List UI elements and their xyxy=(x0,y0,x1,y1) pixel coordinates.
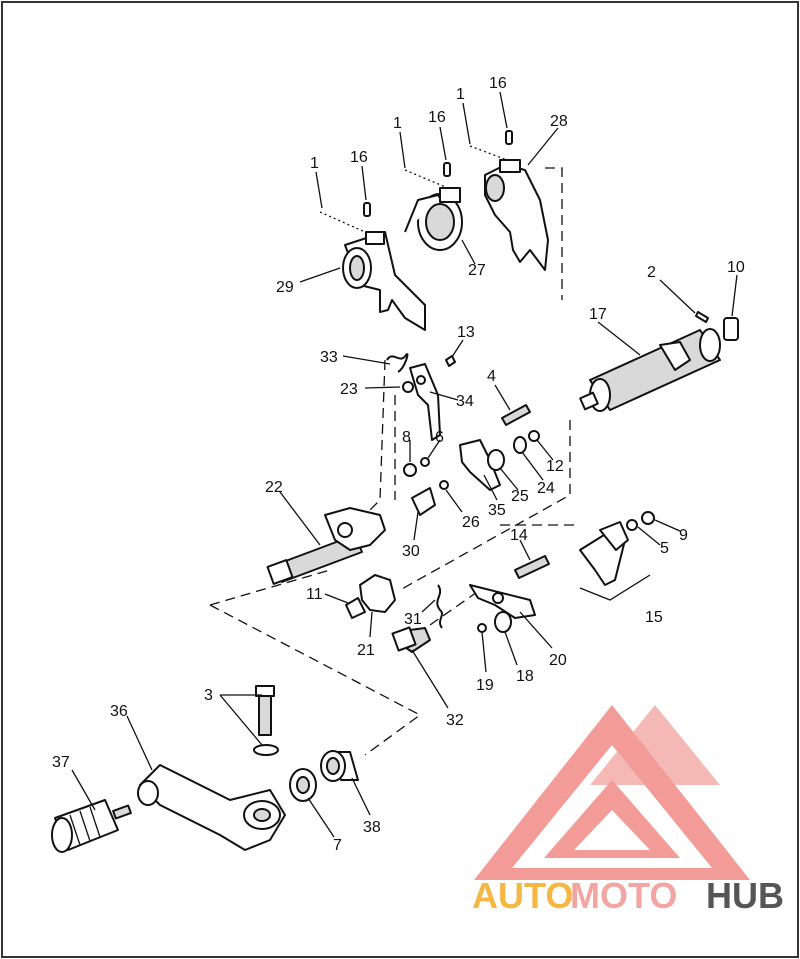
callout-11: 11 xyxy=(306,586,323,603)
clip-11 xyxy=(345,597,366,619)
callout-31: 31 xyxy=(404,611,422,628)
callout-10: 10 xyxy=(727,259,745,276)
callout-28: 28 xyxy=(550,113,568,130)
callout-9: 9 xyxy=(679,527,688,544)
screw-3 xyxy=(255,685,275,736)
watermark-auto: AUTO xyxy=(472,875,573,916)
assembly-lines xyxy=(209,145,580,756)
shift-shaft-22 xyxy=(266,507,386,585)
callout-15: 15 xyxy=(645,609,663,626)
shift-fork-28 xyxy=(484,159,549,271)
spring-30 xyxy=(411,487,436,516)
callout-16b: 16 xyxy=(428,109,446,126)
callout-16c: 16 xyxy=(489,75,507,92)
dowel-pins xyxy=(363,130,513,217)
callout-8: 8 xyxy=(402,429,411,446)
bolt-32 xyxy=(391,626,431,653)
callout-25: 25 xyxy=(511,488,529,505)
bushing-38 xyxy=(320,750,359,782)
callout-35: 35 xyxy=(488,502,506,519)
callout-27: 27 xyxy=(468,262,486,279)
callout-4: 4 xyxy=(487,368,496,385)
callout-16a: 16 xyxy=(350,149,368,166)
watermark-moto: MOTO xyxy=(570,875,677,916)
washer-24 xyxy=(513,436,527,454)
nut-8 xyxy=(403,463,417,477)
callout-23: 23 xyxy=(340,381,358,398)
callout-38: 38 xyxy=(363,819,381,836)
watermark-hub: HUB xyxy=(706,875,784,916)
callout-7: 7 xyxy=(333,837,342,854)
watermark-logo xyxy=(474,705,750,880)
leader-lines xyxy=(71,91,738,838)
clip-19 xyxy=(477,623,487,633)
roller-18 xyxy=(494,611,512,633)
callout-17: 17 xyxy=(589,306,607,323)
callout-36: 36 xyxy=(110,703,128,720)
callout-3: 3 xyxy=(204,687,213,704)
callout-32: 32 xyxy=(446,712,464,729)
callout-24: 24 xyxy=(537,480,555,497)
callout-2: 2 xyxy=(647,264,656,281)
callout-34: 34 xyxy=(456,393,474,410)
callout-22: 22 xyxy=(265,479,283,496)
callout-20: 20 xyxy=(549,652,567,669)
callout-33: 33 xyxy=(320,349,338,366)
shift-peg-37 xyxy=(51,799,132,853)
callout-18: 18 xyxy=(516,668,534,685)
washer-23 xyxy=(402,381,414,393)
callout-26: 26 xyxy=(462,514,480,531)
shift-fork-27 xyxy=(404,187,463,251)
pawl-34 xyxy=(409,363,441,441)
washer-26 xyxy=(439,480,449,490)
callout-6: 6 xyxy=(435,429,444,446)
callout-37: 37 xyxy=(52,754,70,771)
watermark-text: AUTO MOTO HUB xyxy=(472,875,784,916)
callout-5: 5 xyxy=(660,540,669,557)
callout-12: 12 xyxy=(546,458,564,475)
callout-21: 21 xyxy=(357,642,375,659)
stud-4 xyxy=(501,404,531,426)
spring-31 xyxy=(436,584,443,629)
plate-35 xyxy=(459,439,501,491)
plate-21 xyxy=(359,574,396,613)
washer-3 xyxy=(253,744,279,756)
clip-13 xyxy=(445,355,456,367)
washer-25 xyxy=(487,449,505,471)
callout-30: 30 xyxy=(402,543,420,560)
callout-19: 19 xyxy=(476,677,494,694)
linkage-15 xyxy=(579,511,655,586)
spring-33 xyxy=(386,353,409,373)
callout-1a: 1 xyxy=(310,155,319,172)
shift-lever-36 xyxy=(137,764,286,851)
clip-12 xyxy=(528,430,540,442)
callout-13: 13 xyxy=(457,324,475,341)
callout-29: 29 xyxy=(276,279,294,296)
callout-labels: 1 16 1 16 1 16 28 27 29 2 10 17 13 33 23… xyxy=(52,75,745,854)
washer-6 xyxy=(420,457,430,467)
callout-14: 14 xyxy=(510,527,528,544)
callout-1b: 1 xyxy=(393,115,402,132)
shift-fork-29 xyxy=(342,231,426,331)
callout-1c: 1 xyxy=(456,86,465,103)
shift-drum-17 xyxy=(579,311,739,412)
pin-14 xyxy=(514,555,550,579)
